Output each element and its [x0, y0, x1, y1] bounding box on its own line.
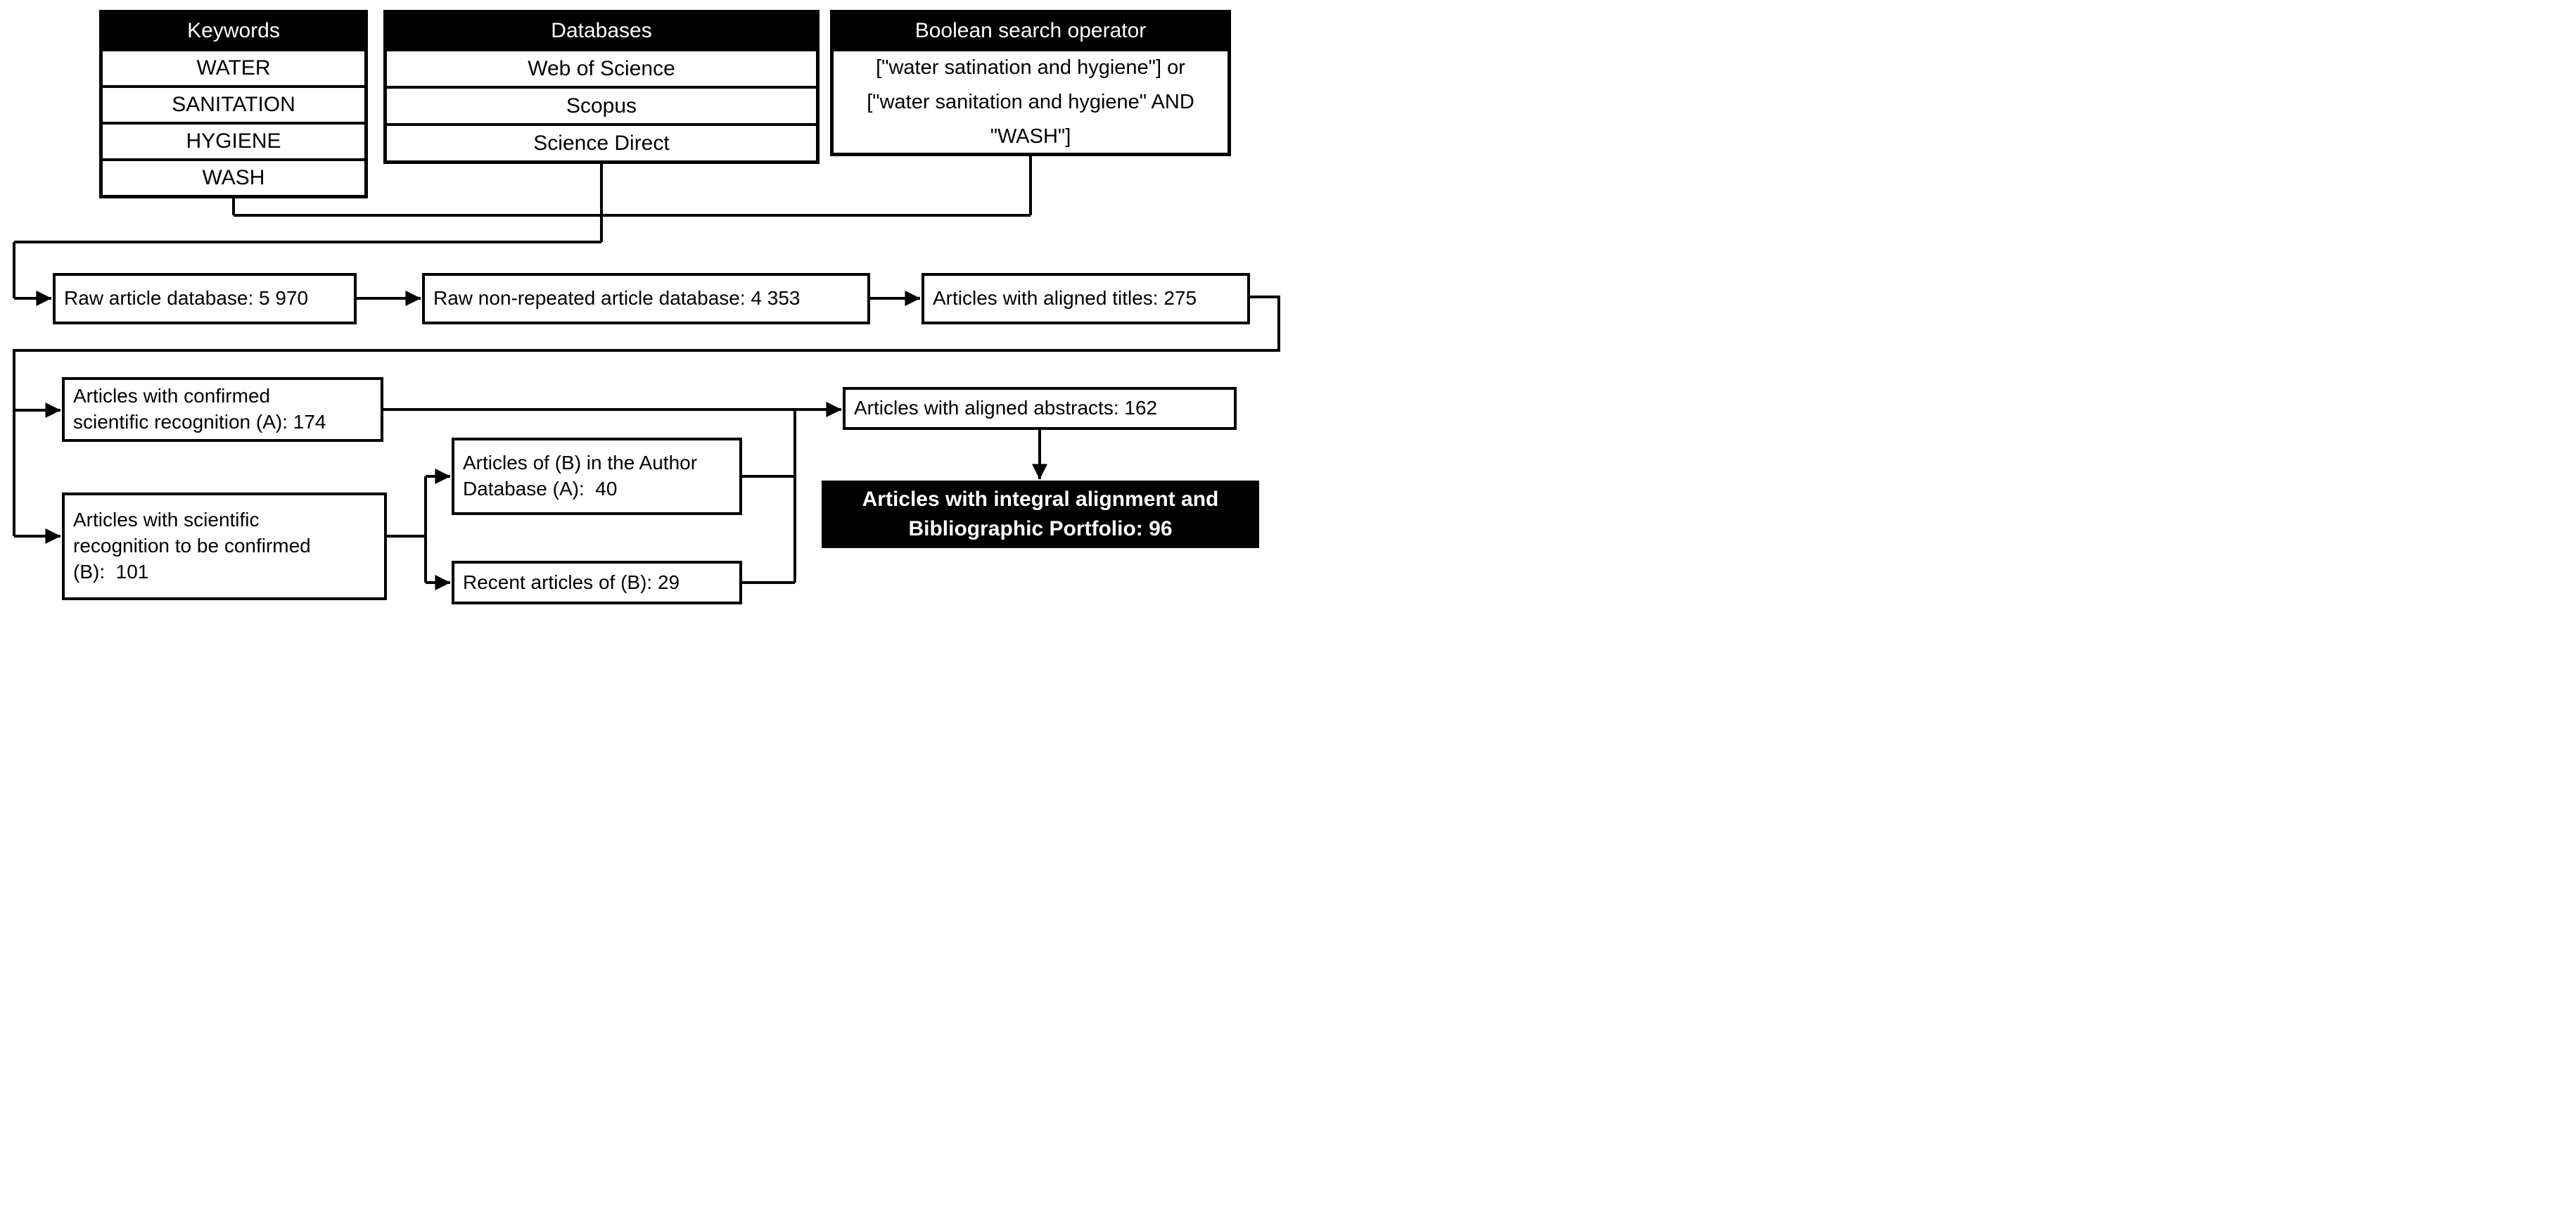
keyword-row-wash: WASH: [103, 158, 364, 195]
databases-table: Databases Web of Science Scopus Science …: [383, 10, 820, 164]
database-row-web-of-science: Web of Science: [387, 49, 816, 86]
flow-box-confirmed-recognition: Articles with confirmed scientific recog…: [62, 377, 383, 442]
connector-b-split: [387, 476, 427, 583]
flow-box-non-repeated-database-label: Raw non-repeated article database: 4 353: [433, 287, 801, 310]
flow-box-aligned-abstracts: Articles with aligned abstracts: 162: [843, 387, 1237, 430]
flow-box-author-database: Articles of (B) in the Author Database (…: [452, 438, 742, 515]
flowchart-canvas: Keywords WATER SANITATION HYGIENE WASH D…: [0, 0, 1288, 606]
flow-box-raw-database-label: Raw article database: 5 970: [64, 287, 309, 310]
keyword-row-sanitation: SANITATION: [103, 85, 364, 122]
keywords-table: Keywords WATER SANITATION HYGIENE WASH: [99, 10, 368, 198]
keywords-header: Keywords: [103, 13, 364, 49]
flow-box-confirmed-recognition-label: Articles with confirmed scientific recog…: [73, 385, 326, 433]
flow-box-raw-database: Raw article database: 5 970: [53, 273, 357, 324]
boolean-operator-table: Boolean search operator ["water satinati…: [830, 10, 1231, 156]
database-row-scopus: Scopus: [387, 86, 816, 123]
flow-box-aligned-titles: Articles with aligned titles: 275: [922, 273, 1250, 324]
flow-box-final-portfolio-label: Articles with integral alignment and Bib…: [862, 488, 1219, 540]
flow-box-final-portfolio: Articles with integral alignment and Bib…: [822, 481, 1259, 548]
boolean-operator-expression: ["water satination and hygiene"] or ["wa…: [834, 49, 1228, 153]
flow-box-recognition-to-be-confirmed: Articles with scientific recognition to …: [62, 493, 387, 600]
keyword-row-water: WATER: [103, 49, 364, 85]
boolean-operator-header: Boolean search operator: [834, 13, 1228, 49]
keyword-row-hygiene: HYGIENE: [103, 122, 364, 158]
flow-box-recognition-to-be-confirmed-label: Articles with scientific recognition to …: [73, 509, 311, 583]
flow-box-recent-articles-label: Recent articles of (B): 29: [463, 571, 680, 593]
flow-box-recent-articles: Recent articles of (B): 29: [452, 561, 742, 604]
database-row-science-direct: Science Direct: [387, 123, 816, 160]
flow-box-aligned-abstracts-label: Articles with aligned abstracts: 162: [854, 397, 1158, 419]
flow-box-non-repeated-database: Raw non-repeated article database: 4 353: [422, 273, 870, 324]
flow-box-author-database-label: Articles of (B) in the Author Database (…: [463, 452, 698, 500]
databases-header: Databases: [387, 13, 816, 49]
flow-box-aligned-titles-label: Articles with aligned titles: 275: [933, 287, 1197, 310]
